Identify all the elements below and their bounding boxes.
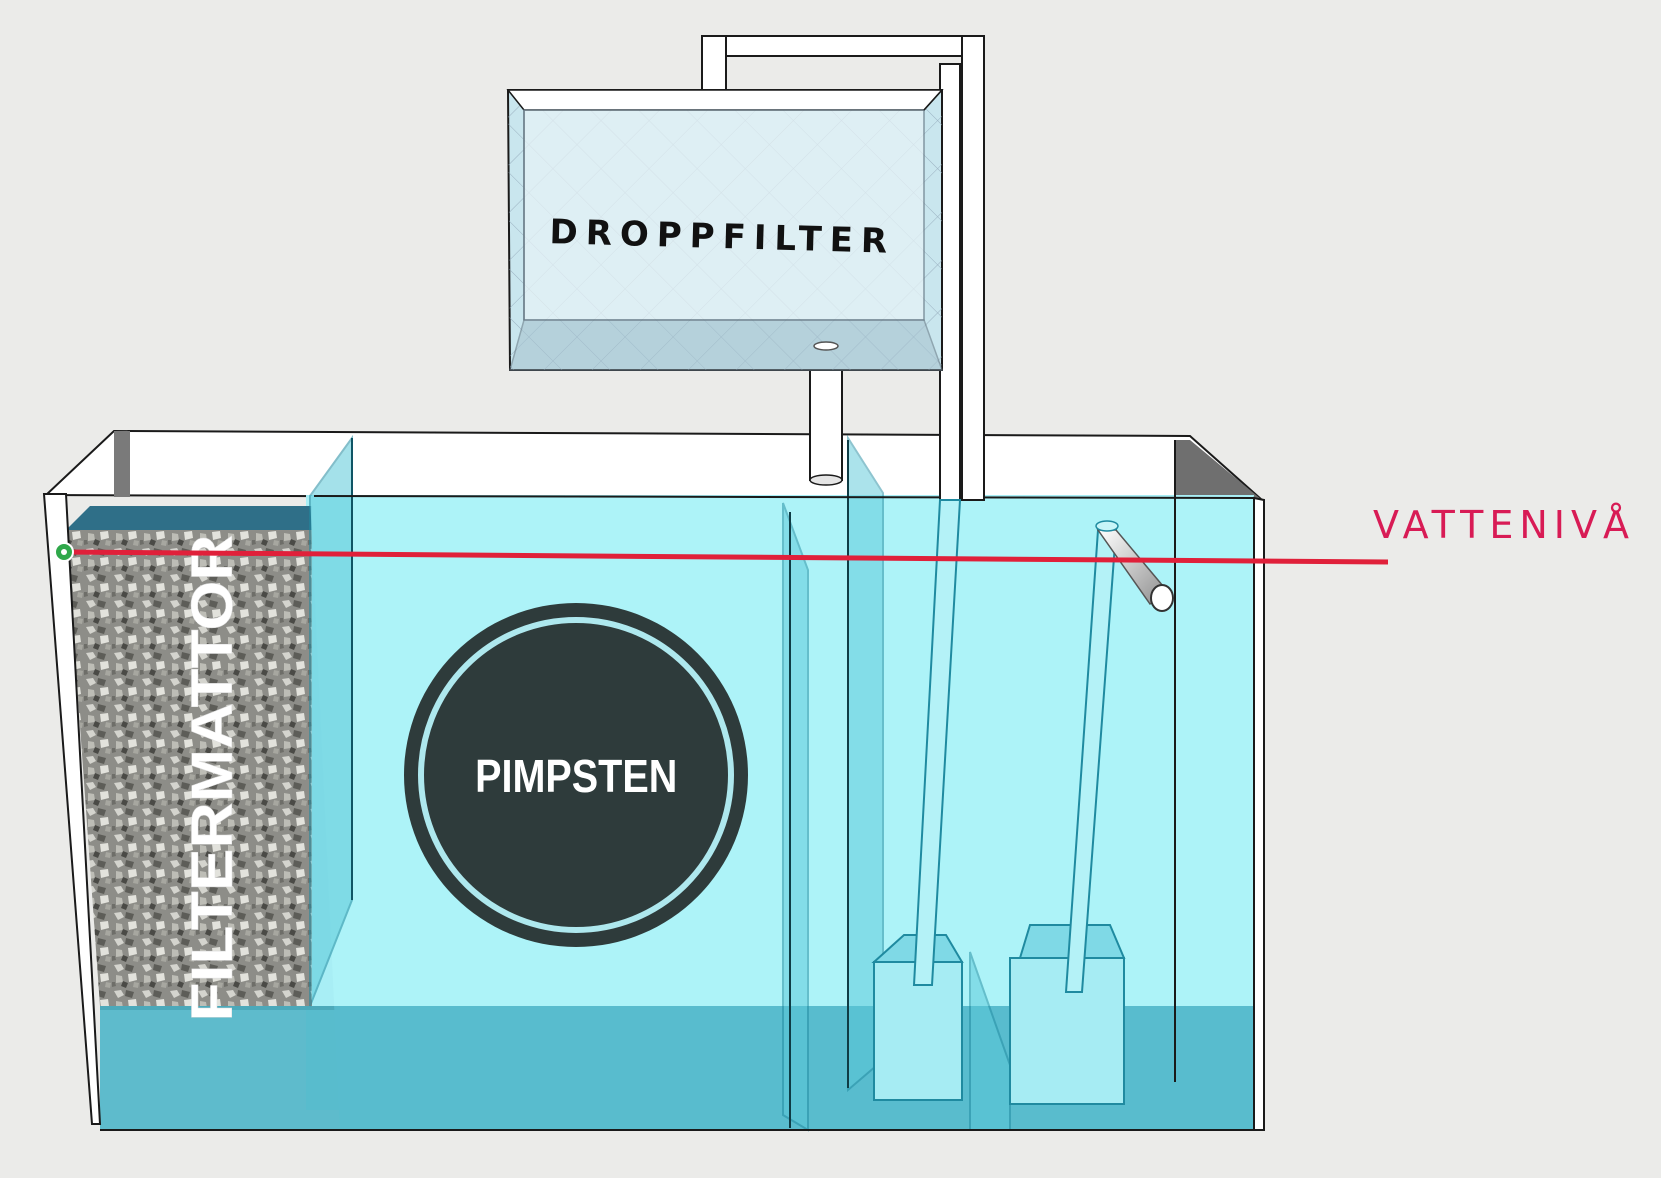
pumice-disc: PIMPSTEN: [404, 603, 748, 947]
glass-divider-middle: [782, 502, 809, 1132]
tank-wall-left: [42, 493, 102, 1125]
pumice-label: PIMPSTEN: [475, 751, 677, 802]
drip-filter-box: DROPPFILTER: [506, 89, 944, 371]
water-level-marker: VATTENIVÅ: [54, 503, 1635, 565]
drip-filter-outlet-pipe: [809, 369, 843, 486]
drip-filter-label: DROPPFILTER: [549, 212, 896, 262]
pump-right: [1009, 924, 1126, 1105]
return-pipe-tall: [701, 35, 985, 986]
tank-wall-right: [1253, 496, 1265, 1131]
tank-back: [43, 429, 1265, 502]
filter-mats-compartment: [66, 506, 340, 1010]
water-floor: [100, 1006, 1254, 1130]
filter-mats-label: FILTERMATTOR: [179, 535, 245, 1022]
glass-divider-left: [309, 434, 353, 1007]
water-level-label: VATTENIVÅ: [1373, 503, 1635, 547]
spray-bar-pipe: [1064, 520, 1174, 993]
